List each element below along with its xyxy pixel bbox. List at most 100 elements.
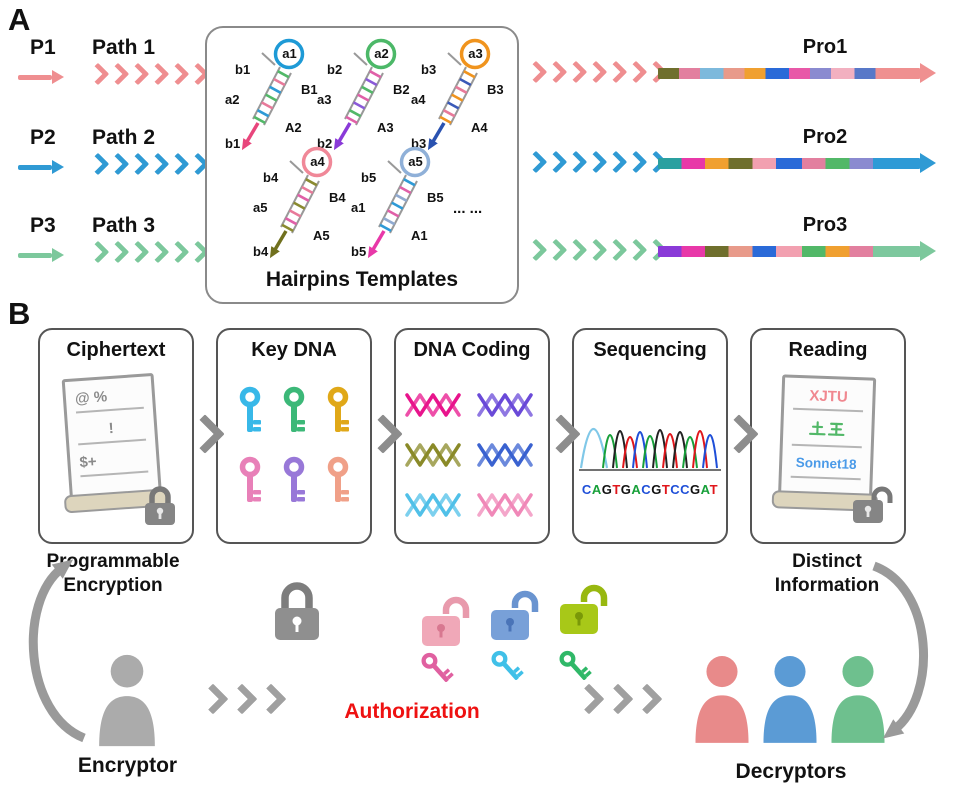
panel-b-label: B — [8, 296, 31, 331]
dna-blue-icon — [477, 443, 533, 467]
auth-key-cyan-icon — [483, 643, 537, 698]
hairpin-2-loop-label: a2 — [374, 46, 389, 61]
pro2-chevron-run-icon — [524, 150, 668, 174]
hairpin-5-icon — [367, 146, 431, 259]
hairpin-1-bottomright-label: A2 — [285, 120, 302, 135]
encryptor-person-icon — [99, 654, 155, 747]
dna-purple-icon — [477, 393, 533, 417]
pro1-chevron-run-icon — [524, 60, 668, 84]
hairpin-1-tail-label: b1 — [225, 136, 241, 151]
hairpin-3-top-label: b3 — [421, 62, 437, 77]
pro3-label: Pro3 — [802, 214, 848, 236]
key-green-icon — [283, 386, 305, 432]
hairpin-5-top-label: b5 — [361, 170, 377, 185]
hairpin-4-bottomright-label: A5 — [313, 228, 330, 243]
key-peach-icon — [327, 456, 349, 502]
hairpin-1-top-label: b1 — [235, 62, 251, 77]
path1-chevron-run-icon — [86, 62, 210, 86]
hairpin-5-right-label: B5 — [427, 190, 444, 205]
hairpin-4: a4 b4 a5 B4 A5 b4 — [253, 146, 350, 261]
authorization-label: Authorization — [344, 700, 480, 723]
pro3-chevron-run-icon — [524, 238, 668, 262]
hairpin-3-bottomright-label: A4 — [471, 120, 488, 135]
open-lock-gray-icon — [853, 486, 893, 523]
hairpin-5-bottomright-label: A1 — [411, 228, 428, 243]
hairpin-5-loop-label: a5 — [408, 154, 423, 169]
panel-a-label: A — [8, 2, 31, 37]
hairpin-1-right-label: B1 — [301, 82, 318, 97]
reading-line-sonnet: Sonnet18 — [790, 454, 862, 481]
key-purple-icon — [283, 456, 305, 502]
hairpin-5-left-label: a1 — [351, 200, 366, 215]
hairpin-3-left-label: a4 — [411, 92, 426, 107]
caption-programmable-line2: Encryption — [63, 575, 163, 596]
key-gold-icon — [327, 386, 349, 432]
decryptors-label: Decryptors — [735, 760, 847, 783]
curved-arrow-right-icon — [872, 561, 929, 739]
key-pink-icon — [239, 456, 261, 502]
curved-arrow-left-icon — [28, 559, 86, 743]
pro2-arrow-icon — [658, 158, 920, 169]
hairpins-templates-box: a1 b1 a2 B1 A2 b1 — [205, 26, 519, 304]
caption-programmable-line1: Programmable — [46, 551, 180, 572]
encryptor-label: Encryptor — [77, 754, 178, 777]
pro2-arrowhead-icon — [920, 153, 936, 173]
pro1-label: Pro1 — [802, 36, 848, 58]
ciphertext-line-1: @ % — [74, 385, 144, 414]
box-dna-coding: DNA Coding — [394, 328, 550, 544]
hairpin-2-left-label: a3 — [317, 92, 332, 107]
dna-pink-icon — [477, 493, 533, 517]
pro2-label: Pro2 — [802, 126, 848, 148]
path2-chevron-run-icon — [86, 152, 210, 176]
decryptor-blue-icon — [763, 656, 817, 743]
flow-chevrons-right-icon — [573, 683, 665, 715]
path3-chevron-run-icon — [86, 240, 210, 264]
hairpin-1-left-label: a2 — [225, 92, 240, 107]
key-blue-icon — [239, 386, 261, 432]
open-lock-blue-icon — [491, 590, 539, 640]
p1-label: P1 — [30, 36, 56, 59]
dna-lightblue-icon — [405, 493, 461, 517]
hairpin-2-bottomright-label: A3 — [377, 120, 394, 135]
hairpin-3-icon — [427, 38, 491, 151]
hairpin-4-right-label: B4 — [329, 190, 346, 205]
hairpin-4-tail-label: b4 — [253, 244, 269, 259]
closed-lock-icon — [145, 486, 175, 525]
open-lock-green-icon — [560, 584, 608, 634]
hairpin-5-tail-label: b5 — [351, 244, 367, 259]
hairpin-2-right-label: B2 — [393, 82, 410, 97]
hairpin-1-icon — [241, 38, 305, 151]
decryptor-green-icon — [831, 656, 885, 743]
pro1-arrow-icon — [658, 68, 920, 79]
hairpin-3-right-label: B3 — [487, 82, 504, 97]
p2-arrow-icon — [18, 160, 64, 174]
pro3-arrowhead-icon — [920, 241, 936, 261]
box-ciphertext: Ciphertext @ % ! $+ — [38, 328, 194, 544]
hairpin-2-top-label: b2 — [327, 62, 343, 77]
box-reading-title: Reading — [788, 339, 868, 361]
reading-line-xjtu: XJTU — [793, 386, 864, 413]
open-lock-pink-icon — [422, 596, 470, 646]
p2-label: P2 — [30, 126, 56, 149]
caption-programmable: Programmable Encryption — [28, 550, 198, 598]
path2-label: Path 2 — [92, 126, 156, 149]
decryptor-pink-icon — [695, 656, 749, 743]
pro1-arrowhead-icon — [920, 63, 936, 83]
hairpin-2: a2 b2 a3 B2 A3 b2 — [317, 38, 414, 153]
p3-label: P3 — [30, 214, 56, 237]
hairpin-4-top-label: b4 — [263, 170, 279, 185]
p3-arrow-icon — [18, 248, 64, 262]
path1-label: Path 1 — [92, 36, 156, 59]
hairpin-4-loop-label: a4 — [310, 154, 325, 169]
path3-label: Path 3 — [92, 214, 156, 237]
hanzi-glyphs-icon — [809, 421, 845, 437]
dna-olive-icon — [405, 443, 461, 467]
ellipsis-label: ... ... — [453, 200, 483, 217]
closed-lock-large-icon — [275, 582, 319, 640]
flow-chevrons-left-icon — [197, 683, 289, 715]
pro3-arrow-icon — [658, 246, 920, 257]
caption-distinct: Distinct Information — [742, 550, 912, 598]
hairpin-4-icon — [269, 146, 333, 259]
auth-key-pink-icon — [413, 645, 467, 700]
caption-distinct-line1: Distinct — [792, 551, 862, 572]
